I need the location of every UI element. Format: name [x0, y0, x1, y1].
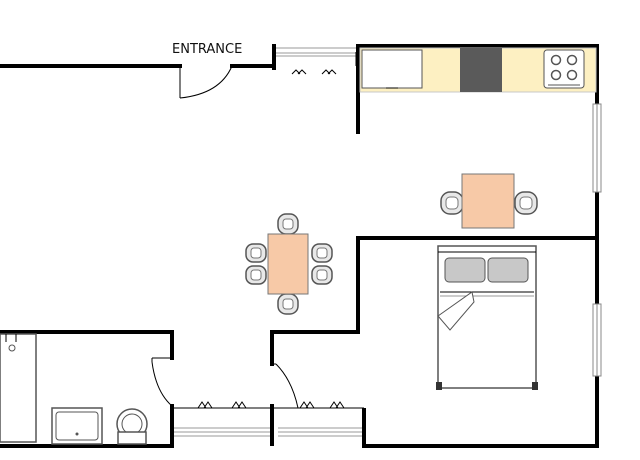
- chair-icon: [311, 243, 333, 263]
- chair-icon: [245, 243, 267, 263]
- bed-sheet-fold: [437, 291, 475, 331]
- closet-fold-icon: [321, 69, 337, 75]
- tub-drain: [8, 344, 16, 352]
- bathroom-door: [151, 357, 173, 407]
- entrance-door-swing: [179, 65, 233, 99]
- closet-fold-icon: [291, 69, 307, 75]
- entrance-door: [179, 65, 233, 99]
- dining-set-center: [245, 213, 333, 315]
- top-closet: [276, 47, 357, 75]
- chair-icon: [277, 213, 299, 235]
- pillow-left: [444, 257, 486, 283]
- chair-icon: [440, 191, 464, 215]
- bathroom: [0, 333, 148, 445]
- closet-fold-icon: [197, 401, 213, 409]
- closet-fold-icon: [329, 401, 345, 409]
- chair-icon: [311, 265, 333, 285]
- bathtub: [0, 333, 37, 443]
- walls: [0, 44, 599, 448]
- dining-table-right: [461, 173, 515, 229]
- double-bed-icon: [436, 245, 538, 390]
- closet-fold-icon: [299, 401, 315, 409]
- dishwasher-block: [460, 48, 502, 92]
- windows: [592, 103, 602, 377]
- sink-icon: [51, 407, 103, 445]
- entrance-label: ENTRANCE: [172, 42, 242, 57]
- chair-icon: [277, 293, 299, 315]
- kitchen-counter: [359, 47, 597, 93]
- dining-set-right: [440, 173, 538, 229]
- pillow-right: [487, 257, 529, 283]
- hall-door-swing: [275, 363, 299, 409]
- bath-door-swing: [151, 361, 173, 407]
- toilet-icon: [116, 408, 148, 445]
- stove-icon: [543, 49, 585, 89]
- dining-table-center: [267, 233, 309, 295]
- chair-icon: [514, 191, 538, 215]
- closet-fold-icon: [231, 401, 247, 409]
- bottom-closets: [172, 401, 364, 437]
- chair-icon: [245, 265, 267, 285]
- hall-door: [272, 363, 299, 409]
- fridge: [361, 49, 423, 89]
